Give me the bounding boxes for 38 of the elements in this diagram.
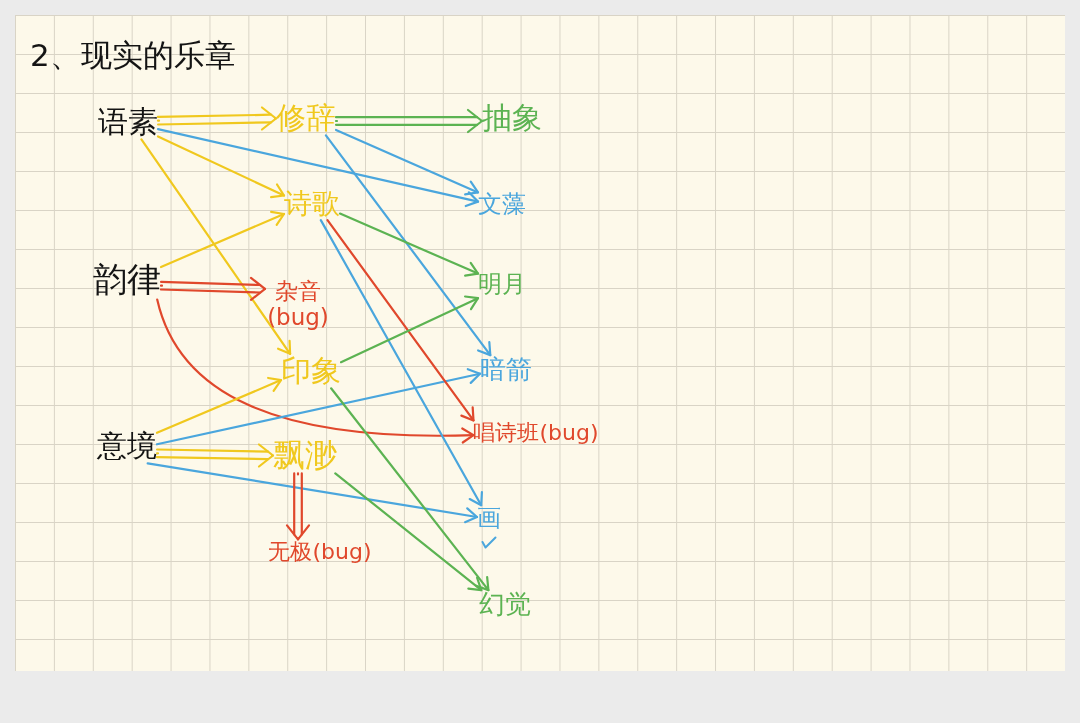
arrow: [155, 376, 283, 434]
double-arrow: [159, 276, 267, 301]
concept-label: 幻觉: [479, 590, 531, 620]
arrow: [338, 212, 480, 277]
curved-arrow: [156, 298, 475, 444]
concept-label: 明月: [478, 271, 526, 299]
concept-label: 意境: [97, 428, 157, 464]
arrow: [159, 210, 286, 269]
double-arrow: [156, 106, 278, 131]
concept-label: 无极(bug): [268, 539, 372, 565]
arrow: [326, 219, 475, 422]
arrow: [319, 219, 483, 507]
arrow: [146, 462, 479, 524]
double-arrow: [285, 472, 311, 541]
concept-label: 杂音(bug): [265, 277, 331, 331]
arrow: [330, 387, 490, 592]
concept-label: 诗歌: [284, 187, 340, 221]
double-arrow: [155, 443, 275, 468]
arrow: [324, 134, 492, 357]
arrow: [334, 472, 483, 592]
concept-label: 修辞: [276, 100, 336, 136]
arrow: [334, 128, 480, 196]
diagram-title: 2、现实的乐章: [30, 38, 236, 74]
concept-label: 飘渺: [273, 436, 337, 474]
arrow: [140, 138, 292, 355]
concept-label: 唱诗班(bug): [473, 420, 599, 446]
concept-label: 文藻: [478, 191, 526, 219]
concept-label: 印象: [281, 353, 341, 389]
arrow: [155, 368, 482, 446]
double-arrow: [334, 108, 484, 134]
arrow: [156, 135, 286, 199]
concept-label: 语素: [98, 104, 158, 140]
concept-label: 韵律: [93, 260, 161, 300]
concept-label: 抽象: [482, 100, 542, 136]
concept-label: 画: [477, 505, 501, 533]
arrow: [339, 295, 480, 364]
arrow: [156, 128, 480, 208]
concept-label: 暗箭: [480, 355, 532, 385]
